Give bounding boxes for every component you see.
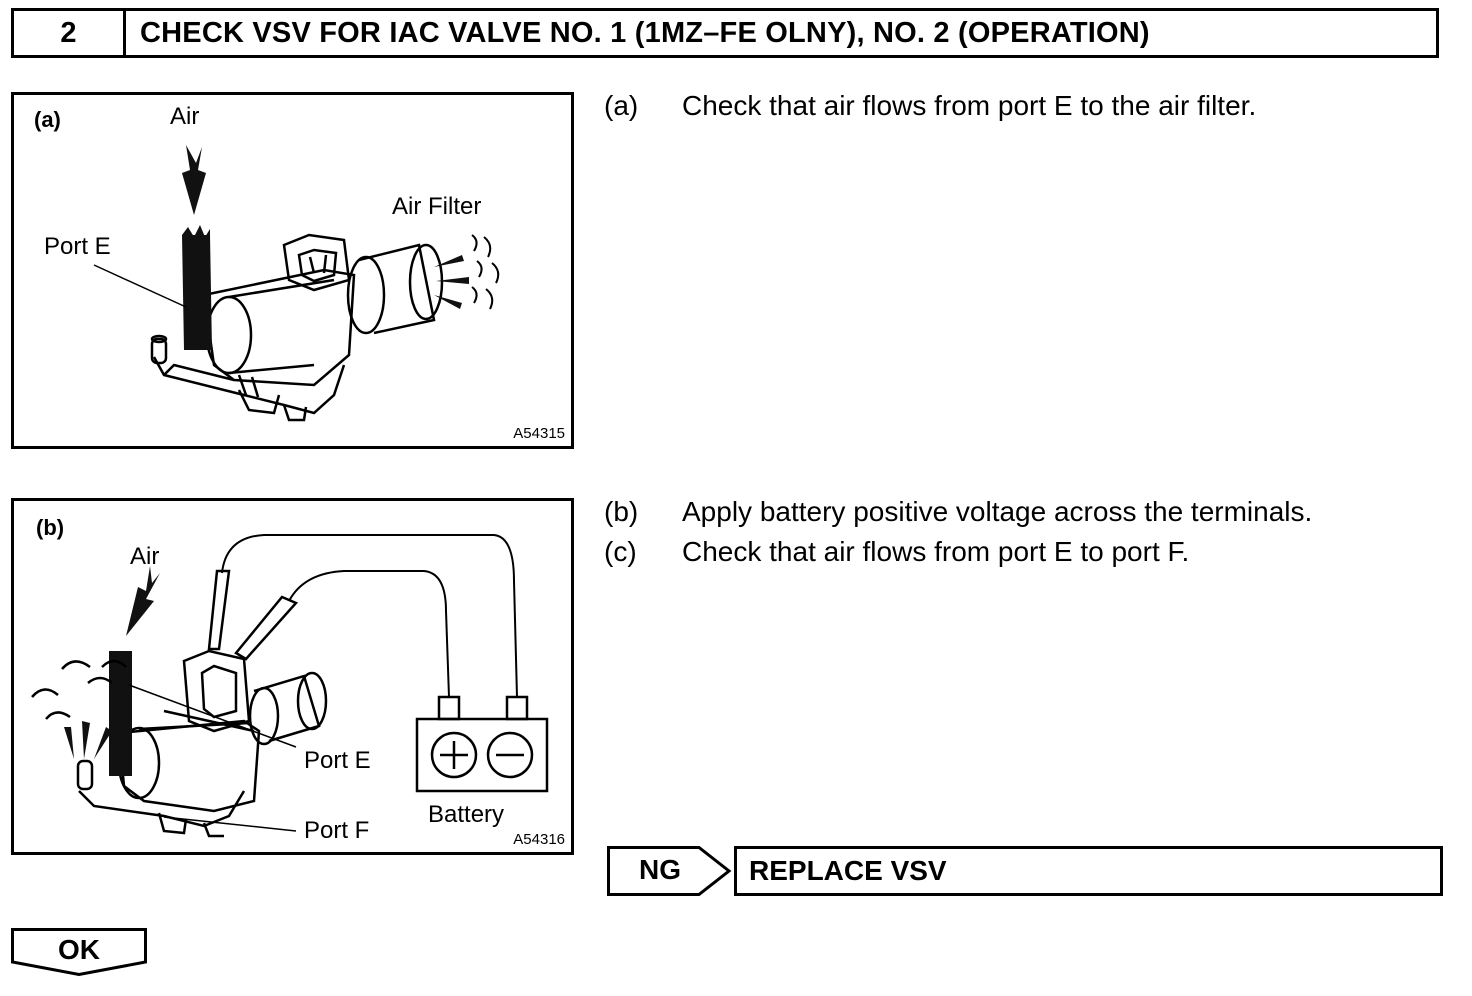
figure-a-tag: (a)	[34, 107, 61, 132]
vsv-battery-illustration	[31, 534, 549, 838]
air-filter-label: Air Filter	[392, 193, 482, 220]
figure-b: (b) Air Port E Port F Battery A54316	[11, 498, 574, 855]
battery-label: Battery	[428, 801, 505, 828]
figure-a-code: A54315	[513, 425, 565, 442]
instruction-text: Check that air flows from port E to port…	[682, 536, 1190, 567]
step-number: 2	[14, 11, 126, 55]
replace-vsv-action: REPLACE VSV	[734, 846, 1443, 896]
instruction-mark: (a)	[604, 90, 639, 121]
ok-label: OK	[58, 934, 100, 965]
air-label: Air	[130, 543, 160, 570]
step-title: CHECK VSV FOR IAC VALVE NO. 1 (1MZ–FE OL…	[140, 16, 1150, 49]
air-label: Air	[170, 103, 200, 130]
instruction-mark: (c)	[604, 536, 637, 567]
ng-label: NG	[639, 854, 681, 885]
instruction-mark: (b)	[604, 496, 639, 527]
instruction-a: (a) Check that air flows from port E to …	[604, 90, 1256, 122]
figure-a: (a) Air Air Filter Port E A54315	[11, 92, 574, 449]
ng-arrow-icon	[607, 846, 732, 896]
instruction-text: Apply battery positive voltage across th…	[682, 496, 1313, 527]
port-f-label: Port F	[304, 817, 370, 844]
port-e-label: Port E	[304, 747, 371, 774]
ok-arrow-icon	[11, 928, 147, 976]
ng-result: NG REPLACE VSV	[607, 846, 1443, 896]
figure-b-code: A54316	[513, 831, 565, 848]
vsv-air-filter-illustration	[93, 145, 500, 422]
instruction-text: Check that air flows from port E to the …	[682, 90, 1257, 121]
instruction-b: (b) Apply battery positive voltage acros…	[604, 496, 1312, 528]
figure-b-tag: (b)	[36, 515, 65, 540]
port-e-label: Port E	[44, 233, 111, 260]
instruction-c: (c) Check that air flows from port E to …	[604, 536, 1189, 568]
step-header: 2 CHECK VSV FOR IAC VALVE NO. 1 (1MZ–FE …	[11, 8, 1439, 58]
ok-result: OK	[11, 928, 147, 976]
